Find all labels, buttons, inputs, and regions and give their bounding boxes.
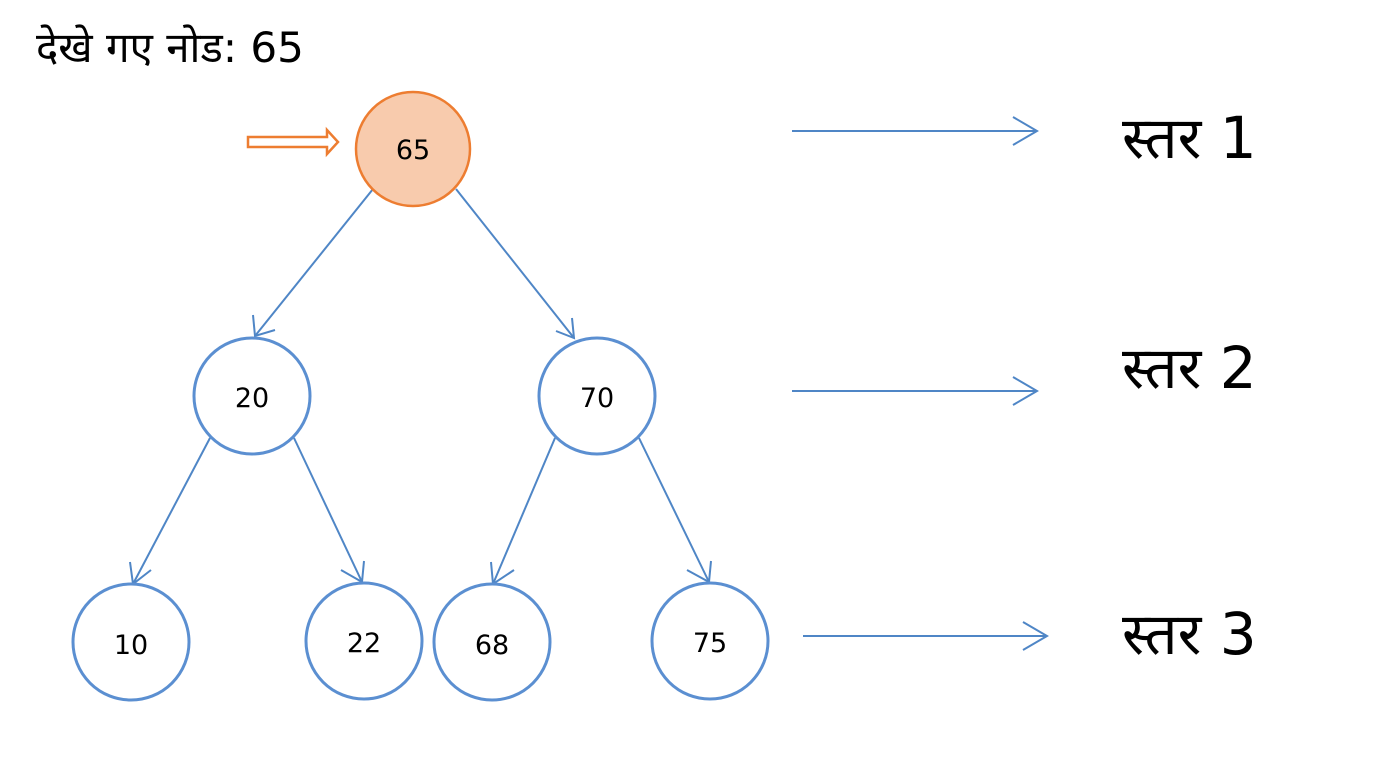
edge-70-75 (638, 437, 712, 584)
level-labels: स्तर 1 स्तर 2 स्तर 3 (1122, 104, 1257, 668)
node-label: 68 (475, 630, 509, 661)
node-label: 65 (396, 135, 430, 166)
edge-70-68 (490, 437, 556, 586)
tree-node-level2-right: 70 (537, 336, 657, 456)
tree-node-level3-1: 10 (71, 582, 191, 702)
visited-nodes-label: देखे गए नोड: 65 (36, 23, 304, 72)
level-label-2: स्तर 2 (1122, 334, 1257, 402)
edge-20-22 (293, 437, 365, 584)
tree-node-level3-3: 68 (432, 582, 552, 702)
edge-65-70 (455, 188, 576, 340)
level-label-1: स्तर 1 (1122, 104, 1257, 172)
tree-node-level3-4: 75 (650, 581, 770, 701)
arrow-right-icon (803, 621, 1049, 651)
level-label-3: स्तर 3 (1122, 600, 1257, 668)
tree-node-level2-left: 20 (192, 336, 312, 456)
level-arrows (792, 116, 1049, 651)
node-label: 22 (347, 628, 381, 659)
edge-20-10 (129, 437, 211, 586)
edge-65-20 (252, 188, 374, 338)
tree-node-level3-2: 22 (304, 581, 424, 701)
double-arrow-right-icon (246, 126, 340, 158)
node-label: 75 (693, 628, 727, 659)
arrow-right-icon (792, 376, 1039, 406)
tree-nodes: 65 20 70 10 22 68 75 (71, 90, 770, 702)
node-label: 10 (114, 630, 148, 661)
node-label: 20 (235, 383, 269, 414)
arrow-right-icon (792, 116, 1039, 146)
node-label: 70 (580, 383, 614, 414)
tree-node-root: 65 (354, 90, 472, 208)
